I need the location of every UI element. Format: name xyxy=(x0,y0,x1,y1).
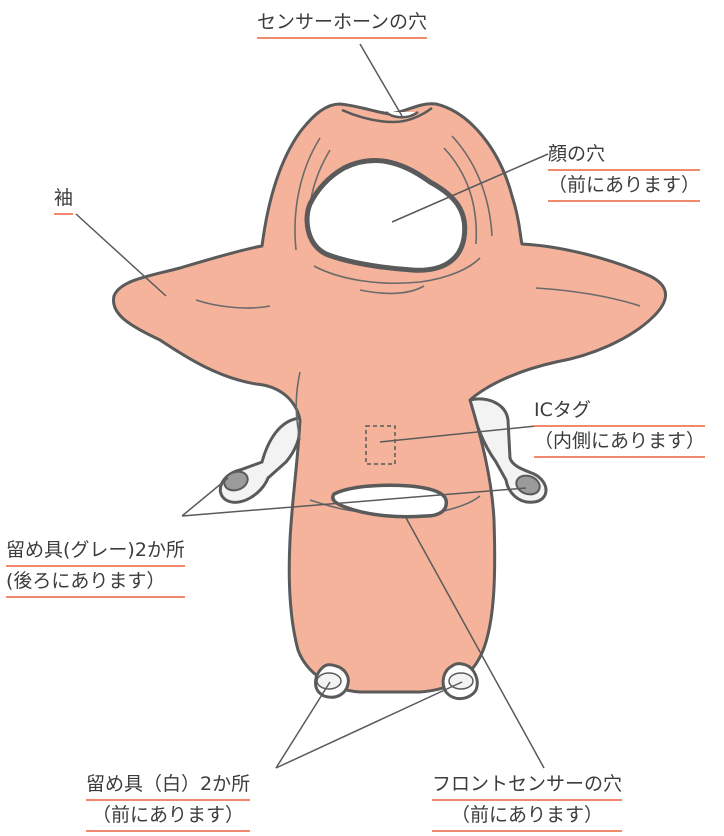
front-sensor-hole-note: （前にあります） xyxy=(432,801,623,832)
fastener-gray-line2: (後ろにあります） xyxy=(6,567,185,598)
fastener-gray-line1: 留め具(グレー)2か所 xyxy=(6,536,185,567)
collar-shape xyxy=(341,106,433,124)
face-hole-note: （前にあります） xyxy=(548,171,701,202)
front-sensor-hole-shape xyxy=(331,483,449,519)
fastener-gray-note: (後ろにあります） xyxy=(6,567,185,598)
face-hole-title: 顔の穴 xyxy=(548,140,701,171)
label-front-sensor-hole: フロントセンサーの穴 （前にあります） xyxy=(432,770,623,832)
label-face-hole: 顔の穴 （前にあります） xyxy=(548,140,701,202)
label-sleeve: 袖 xyxy=(54,184,74,215)
ic-tag-title: ICタグ xyxy=(534,396,706,427)
face-hole-line2: （前にあります） xyxy=(548,171,701,202)
front-sensor-hole-title: フロントセンサーの穴 xyxy=(432,770,623,801)
fastener-white-line1: 留め具（白）2か所 xyxy=(86,770,251,801)
front-sensor-hole-line2: （前にあります） xyxy=(432,801,623,832)
gray-fastener-left xyxy=(218,416,302,504)
label-fastener-gray: 留め具(グレー)2か所 (後ろにあります） xyxy=(6,536,185,598)
white-fastener-right xyxy=(441,662,479,700)
sensor-horn-hole-text: センサーホーンの穴 xyxy=(257,8,428,39)
face-hole-shape xyxy=(304,158,468,273)
label-fastener-white: 留め具（白）2か所 （前にあります） xyxy=(86,770,251,832)
face-hole-line1: 顔の穴 xyxy=(548,140,701,171)
white-fastener-left xyxy=(314,663,350,699)
label-sensor-horn-hole: センサーホーンの穴 xyxy=(257,8,428,39)
label-ic-tag: ICタグ （内側にあります） xyxy=(534,396,706,458)
gray-fastener-right xyxy=(468,397,548,504)
front-sensor-hole-line1: フロントセンサーの穴 xyxy=(432,770,623,801)
ic-tag-line1: ICタグ xyxy=(534,396,706,427)
ic-tag-marker xyxy=(365,425,396,465)
fastener-white-line2: （前にあります） xyxy=(86,801,251,832)
ic-tag-line2: （内側にあります） xyxy=(534,427,706,458)
fastener-white-title: 留め具（白）2か所 xyxy=(86,770,251,801)
ic-tag-note: （内側にあります） xyxy=(534,427,706,458)
sleeve-text: 袖 xyxy=(54,184,74,215)
fastener-white-note: （前にあります） xyxy=(86,801,251,832)
fold-lines xyxy=(195,135,641,514)
fastener-gray-title: 留め具(グレー)2か所 xyxy=(6,536,185,567)
leader-lines xyxy=(75,43,549,769)
